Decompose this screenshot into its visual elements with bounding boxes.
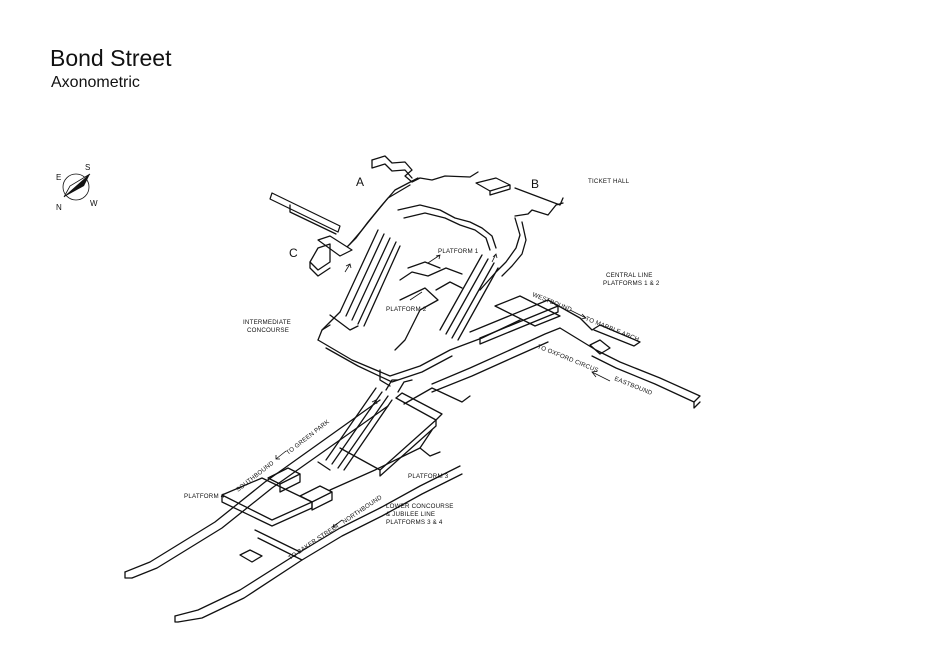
escalator-right bbox=[439, 254, 499, 341]
zone-c-label: C bbox=[289, 246, 298, 260]
lower-concourse-label: LOWER CONCOURSE bbox=[386, 503, 454, 510]
platform-3-label: PLATFORM 3 bbox=[408, 473, 449, 480]
compass-s: S bbox=[85, 163, 90, 172]
platform-4-label: PLATFORM 4 bbox=[184, 493, 225, 500]
westbound-label: WESTBOUND bbox=[531, 291, 573, 313]
jubilee-escalators bbox=[317, 387, 393, 471]
platform-1-label: PLATFORM 1 bbox=[438, 248, 479, 255]
direction-arrows bbox=[275, 253, 611, 528]
intermediate-concourse bbox=[317, 261, 521, 387]
to-oxford-circus-label: TO OXFORD CIRCUS bbox=[536, 343, 599, 374]
central-platforms-label: PLATFORMS 1 & 2 bbox=[603, 280, 660, 287]
ticket-hall-structure bbox=[343, 155, 564, 291]
central-line-label: CENTRAL LINE bbox=[606, 272, 653, 279]
eastbound-label: EASTBOUND bbox=[613, 375, 653, 397]
page-subtitle: Axonometric bbox=[51, 74, 140, 91]
page-title: Bond Street bbox=[50, 45, 172, 71]
zone-c-structure bbox=[269, 192, 353, 277]
intermediate-label: INTERMEDIATE bbox=[243, 319, 291, 326]
zone-b-label: B bbox=[531, 177, 539, 191]
ticket-hall-label: TICKET HALL bbox=[588, 178, 630, 185]
zone-a-label: A bbox=[356, 175, 364, 189]
lower-concourse bbox=[339, 379, 471, 477]
jubilee-line-label: & JUBILEE LINE bbox=[386, 511, 435, 518]
central-line-platforms bbox=[431, 295, 701, 409]
escalator-left bbox=[329, 229, 401, 331]
platform-2-label: PLATFORM 2 bbox=[386, 306, 427, 313]
jubilee-platforms-label: PLATFORMS 3 & 4 bbox=[386, 519, 443, 526]
compass-w: W bbox=[90, 199, 98, 208]
jubilee-line-tracks bbox=[124, 399, 463, 623]
compass-e: E bbox=[56, 173, 61, 182]
compass-icon: S E W N bbox=[56, 163, 98, 212]
compass-n: N bbox=[56, 203, 62, 212]
concourse-label: CONCOURSE bbox=[247, 327, 289, 334]
